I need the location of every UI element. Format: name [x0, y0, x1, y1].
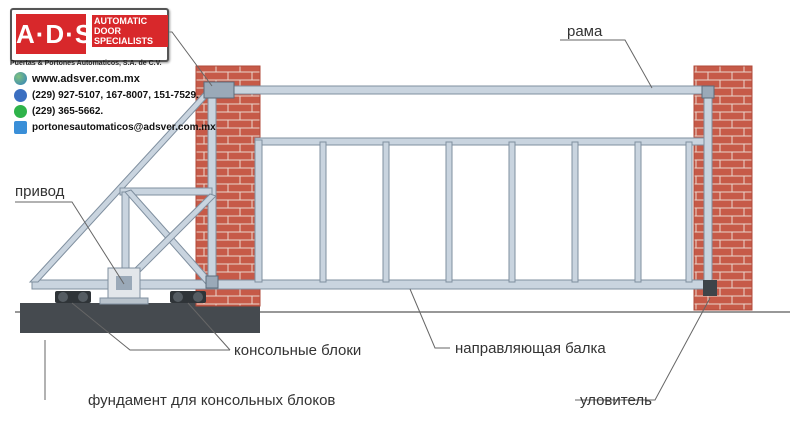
left-brick-pillar [195, 65, 261, 307]
ads-logo-words: AUTOMATIC DOOR SPECIALISTS [92, 15, 168, 47]
contact-text: (229) 365-5662. [32, 106, 104, 117]
contact-text: www.adsver.com.mx [32, 72, 140, 85]
label-drive: привод [15, 183, 65, 200]
label-frame: рама [567, 23, 603, 40]
contact-whatsapp[interactable]: (229) 365-5662. [14, 105, 103, 118]
cantilever-blocks [55, 291, 206, 303]
foundation [20, 303, 260, 333]
drive-unit [99, 267, 149, 305]
email-icon [14, 121, 27, 134]
logo-word: AUTOMATIC [94, 16, 148, 26]
label-catcher: уловитель [580, 392, 652, 409]
label-guide-beam: направляющая балка [455, 340, 606, 357]
globe-icon [14, 72, 27, 85]
company-tagline: Puertas & Portones Automaticos, S.A. de … [10, 60, 162, 67]
gate-frame [28, 85, 713, 290]
ads-logo: A·D·S AUTOMATIC DOOR SPECIALISTS [10, 8, 169, 62]
ads-logo-mark: A·D·S [16, 14, 92, 54]
contact-text: (229) 927-5107, 167-8007, 151-7529. [32, 90, 199, 101]
logo-word: DOOR [94, 26, 121, 36]
right-brick-pillar [693, 65, 753, 311]
phone-icon [14, 89, 27, 102]
contact-phone[interactable]: (229) 927-5107, 167-8007, 151-7529. [14, 89, 199, 102]
contact-text: portonesautomaticos@adsver.com.mx [32, 122, 216, 133]
top-left-bracket [203, 81, 235, 99]
label-cantilever-blocks: консольные блоки [234, 342, 361, 359]
contact-website[interactable]: www.adsver.com.mx [14, 72, 140, 85]
contact-email[interactable]: portonesautomaticos@adsver.com.mx [14, 121, 216, 134]
bottom-left-bracket [205, 275, 219, 289]
label-foundation: фундамент для консольных блоков [88, 392, 335, 409]
whatsapp-icon [14, 105, 27, 118]
logo-word: SPECIALISTS [94, 36, 154, 46]
top-right-bracket [701, 85, 715, 99]
catcher-block [703, 280, 717, 296]
